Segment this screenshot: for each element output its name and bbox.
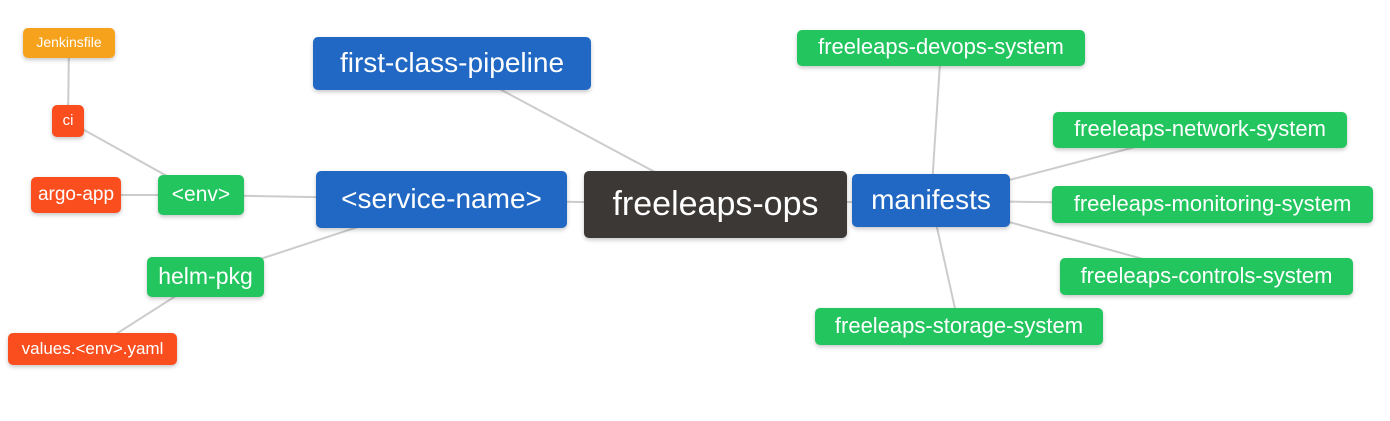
node-freeleaps-devops-system[interactable]: freeleaps-devops-system xyxy=(797,30,1085,66)
node-manifests[interactable]: manifests xyxy=(852,174,1010,227)
node-label: argo-app xyxy=(37,183,115,205)
node-label: <service-name> xyxy=(341,182,542,214)
node-label: freeleaps-network-system xyxy=(1074,116,1326,141)
node-label: manifests xyxy=(871,183,991,215)
node-freeleaps-controls-system[interactable]: freeleaps-controls-system xyxy=(1060,258,1353,295)
node-env[interactable]: <env> xyxy=(158,175,244,215)
node-label: Jenkinsfile xyxy=(36,34,102,50)
node-ci[interactable]: ci xyxy=(52,105,84,137)
node-label: freeleaps-devops-system xyxy=(818,34,1064,59)
node-label: freeleaps-monitoring-system xyxy=(1073,190,1352,216)
node-label: freeleaps-ops xyxy=(612,184,819,223)
node-freeleaps-monitoring-system[interactable]: freeleaps-monitoring-system xyxy=(1052,186,1373,223)
node-freeleaps-ops[interactable]: freeleaps-ops xyxy=(584,171,847,238)
node-values-env-yaml[interactable]: values.<env>.yaml xyxy=(8,333,177,365)
node-first-class-pipeline[interactable]: first-class-pipeline xyxy=(313,37,591,90)
node-label: freeleaps-controls-system xyxy=(1080,262,1333,288)
node-label: helm-pkg xyxy=(158,262,253,289)
node-label: ci xyxy=(62,111,74,129)
node-freeleaps-network-system[interactable]: freeleaps-network-system xyxy=(1053,112,1347,148)
node-label: first-class-pipeline xyxy=(339,46,565,78)
node-label: values.<env>.yaml xyxy=(21,338,164,358)
node-label: <env> xyxy=(171,182,231,206)
node-argo-app[interactable]: argo-app xyxy=(31,177,121,213)
node-freeleaps-storage-system[interactable]: freeleaps-storage-system xyxy=(815,308,1103,345)
node-label: freeleaps-storage-system xyxy=(834,312,1084,338)
node-jenkinsfile[interactable]: Jenkinsfile xyxy=(23,28,115,58)
node-helm-pkg[interactable]: helm-pkg xyxy=(147,257,264,297)
node-service-name[interactable]: <service-name> xyxy=(316,171,567,228)
